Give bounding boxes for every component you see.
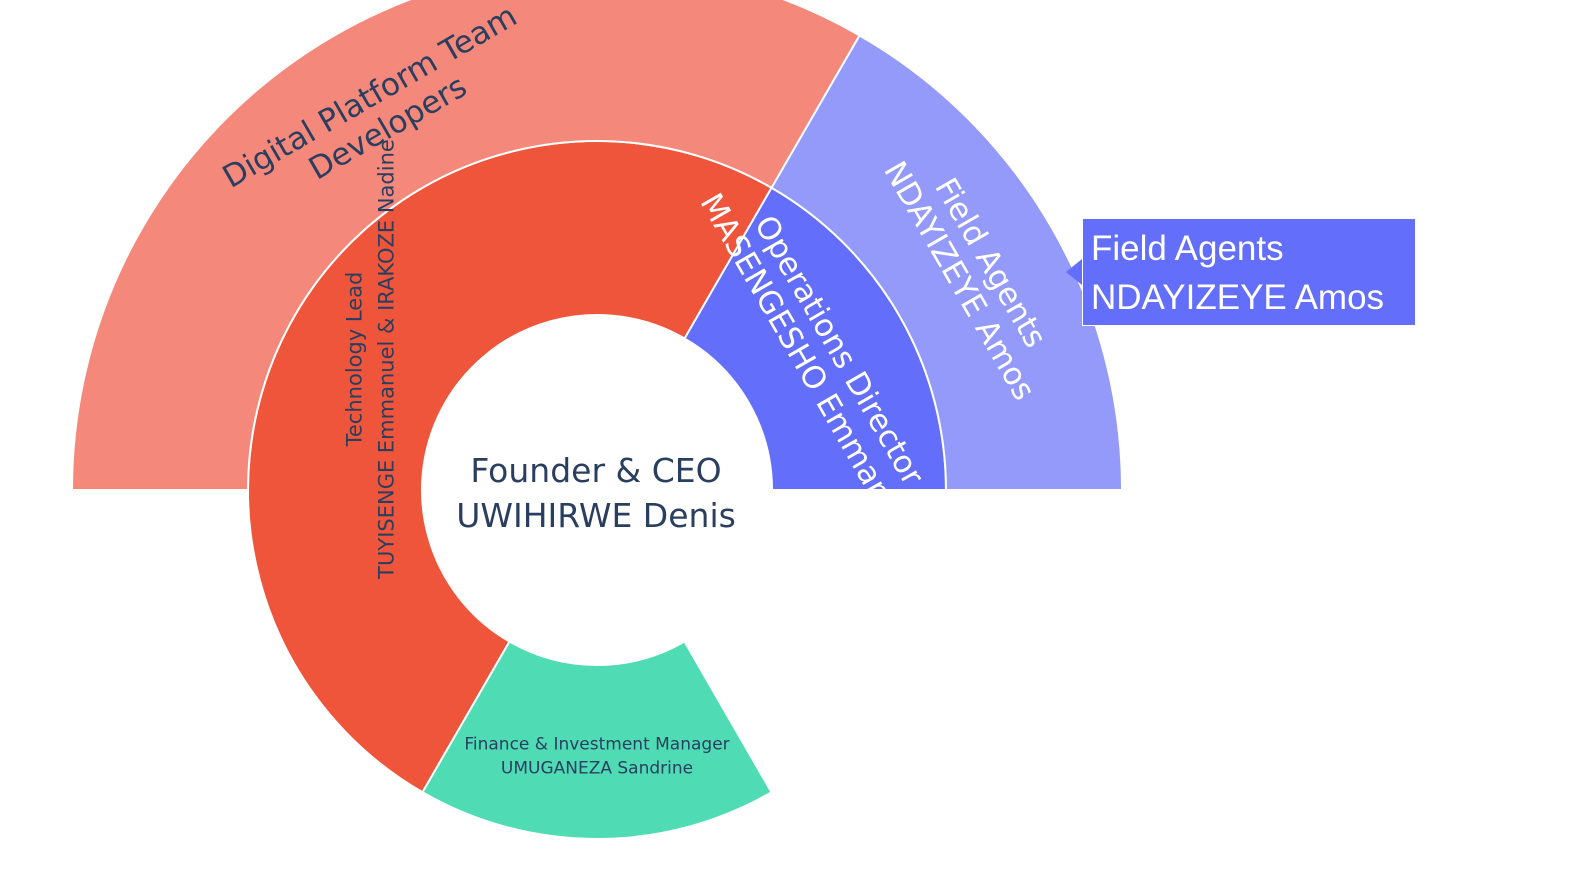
root-label[interactable]: Founder & CEO — [470, 451, 721, 490]
hover-tooltip: Field Agents NDAYIZEYE Amos — [1082, 218, 1416, 326]
segment-name-fin: UMUGANEZA Sandrine — [501, 758, 693, 778]
wedge-dev[interactable] — [70, 0, 861, 491]
segment-name-tech: TUYISENGE Emmanuel & IRAKOZE Nadine — [374, 139, 398, 580]
wedge-fin[interactable] — [421, 640, 773, 840]
wedge-layer — [70, 0, 1124, 840]
root-name[interactable]: UWIHIRWE Denis — [456, 496, 736, 535]
segment-label-tech: Technology Lead — [342, 272, 366, 448]
tooltip-line-2: NDAYIZEYE Amos — [1091, 278, 1385, 317]
label-group-tech: Technology Lead TUYISENGE Emmanuel & IRAK… — [342, 139, 398, 580]
tooltip-arrow — [1066, 259, 1082, 285]
tooltip-line-1: Field Agents — [1091, 229, 1284, 268]
segment-label-fin: Finance & Investment Manager — [464, 734, 729, 754]
